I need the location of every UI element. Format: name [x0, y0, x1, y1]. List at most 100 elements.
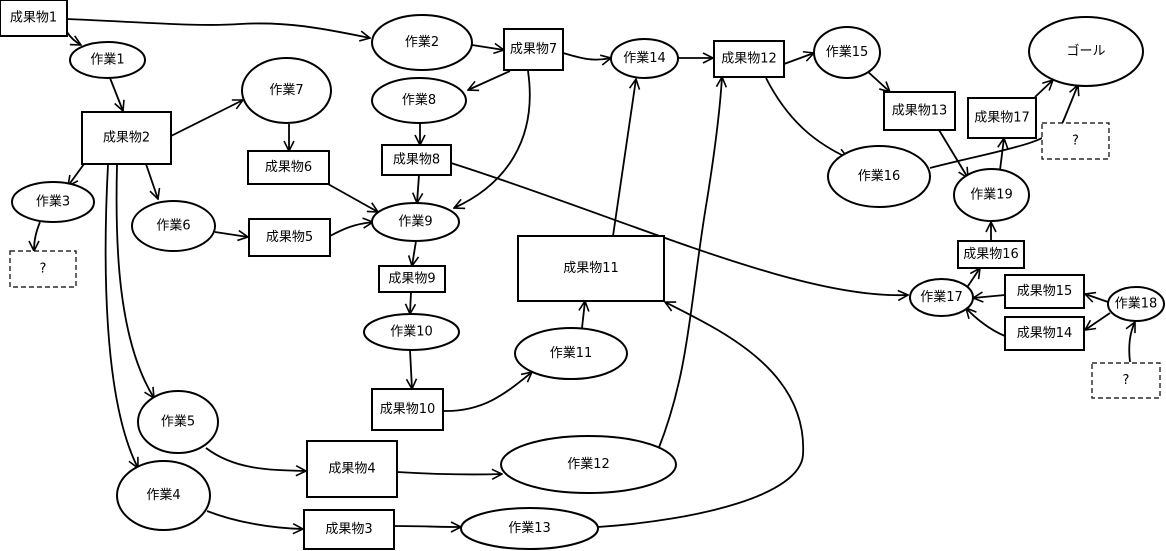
node-label: 成果物15 [1017, 284, 1073, 299]
edge-p12-to-t15 [783, 53, 814, 65]
task-ellipse [131, 200, 216, 252]
node-t1[interactable]: 作業1 [69, 41, 146, 79]
node-p13[interactable]: 成果物13 [883, 91, 956, 131]
node-t6[interactable]: 作業6 [131, 200, 216, 252]
node-label: 成果物10 [380, 402, 436, 417]
node-t5[interactable]: 作業5 [137, 390, 219, 454]
node-label: ? [40, 262, 47, 277]
edge-p1-to-t1 [66, 31, 81, 45]
node-p12[interactable]: 成果物12 [713, 40, 785, 78]
node-p7[interactable]: 成果物7 [503, 28, 564, 71]
task-ellipse [371, 77, 467, 124]
node-t4[interactable]: 作業4 [116, 460, 211, 531]
node-p9[interactable]: 成果物9 [378, 265, 446, 293]
task-ellipse [953, 168, 1030, 222]
node-t14[interactable]: 作業14 [610, 38, 679, 79]
node-t3[interactable]: 作業3 [11, 181, 95, 223]
edge-t5-to-p4 [205, 447, 306, 471]
edges-layer [34, 18, 1136, 529]
edge-p6-to-t9 [327, 183, 378, 212]
task-ellipse [909, 278, 974, 317]
deliverable-box [503, 28, 564, 71]
edge-p10-to-t11 [442, 372, 532, 412]
node-label: 成果物7 [510, 42, 557, 57]
node-t8[interactable]: 作業8 [371, 77, 467, 124]
node-label: 作業8 [402, 92, 436, 108]
node-t10[interactable]: 作業10 [363, 313, 460, 351]
node-t7[interactable]: 作業7 [241, 57, 332, 124]
edge-p9-to-t10 [410, 291, 411, 314]
unknown-box [1041, 122, 1110, 160]
task-ellipse [11, 181, 95, 223]
node-label: ? [1072, 134, 1079, 149]
edge-p2-to-t6 [145, 163, 158, 199]
edge-p7-to-t9 [454, 70, 531, 208]
node-q3[interactable]: ? [1091, 362, 1161, 399]
edge-t2-to-p7 [471, 45, 504, 50]
node-label: 作業9 [398, 214, 432, 230]
unknown-box [9, 250, 77, 288]
edge-p2-to-t7 [170, 99, 243, 137]
node-q1[interactable]: ? [9, 250, 77, 288]
deliverable-box [517, 235, 665, 302]
node-t15[interactable]: 作業15 [813, 26, 881, 79]
node-q2[interactable]: ? [1041, 122, 1110, 160]
task-ellipse [1107, 286, 1165, 322]
node-goal[interactable]: ゴール [1028, 16, 1144, 87]
node-label: 成果物12 [721, 52, 777, 67]
node-t9[interactable]: 作業9 [371, 202, 460, 242]
deliverable-box [957, 240, 1025, 269]
node-label: 成果物6 [265, 160, 312, 175]
edge-p14-to-t17 [966, 308, 1006, 337]
node-label: 成果物13 [892, 104, 948, 119]
edge-p11-to-t14 [612, 79, 636, 237]
node-label: 作業7 [269, 82, 303, 98]
task-ellipse [371, 14, 473, 71]
node-p3[interactable]: 成果物3 [303, 509, 395, 550]
node-p5[interactable]: 成果物5 [248, 218, 331, 257]
node-t16[interactable]: 作業16 [827, 145, 931, 208]
edge-q3-to-t18 [1129, 322, 1136, 363]
node-p10[interactable]: 成果物10 [371, 388, 444, 431]
node-p14[interactable]: 成果物14 [1004, 316, 1085, 351]
node-t18[interactable]: 作業18 [1107, 286, 1165, 322]
node-label: 成果物9 [388, 272, 435, 287]
node-p1[interactable]: 成果物1 [0, 0, 68, 37]
node-p8[interactable]: 成果物8 [381, 144, 452, 176]
node-t17[interactable]: 作業17 [909, 278, 974, 317]
edge-t13-to-p11 [597, 302, 804, 528]
node-t13[interactable]: 作業13 [460, 507, 599, 550]
node-p17[interactable]: 成果物17 [967, 97, 1037, 139]
node-label: 作業5 [161, 414, 195, 430]
node-p15[interactable]: 成果物15 [1004, 274, 1085, 309]
deliverable-box [81, 111, 172, 165]
node-label: 成果物3 [325, 522, 372, 537]
node-p11[interactable]: 成果物11 [517, 235, 665, 302]
deliverable-box [371, 388, 444, 431]
node-label: 作業2 [405, 34, 439, 50]
node-label: 作業10 [390, 324, 433, 340]
node-label: 作業15 [826, 44, 869, 60]
node-label: 成果物4 [328, 462, 375, 477]
edge-t11-to-p11 [582, 301, 585, 329]
node-t11[interactable]: 作業11 [514, 327, 628, 380]
node-label: 成果物2 [103, 131, 150, 146]
edge-p7-to-t14 [562, 52, 611, 60]
node-label: 成果物8 [393, 153, 440, 168]
node-label: 作業14 [623, 50, 666, 66]
node-p16[interactable]: 成果物16 [957, 240, 1025, 269]
node-label: 作業16 [858, 168, 901, 184]
edge-p12-to-t16 [765, 77, 848, 158]
node-p4[interactable]: 成果物4 [306, 440, 398, 498]
task-ellipse [500, 435, 677, 494]
node-p2[interactable]: 成果物2 [81, 111, 172, 165]
node-t2[interactable]: 作業2 [371, 14, 473, 71]
node-p6[interactable]: 成果物6 [247, 150, 330, 185]
node-t19[interactable]: 作業19 [953, 168, 1030, 222]
deliverable-box [0, 0, 68, 37]
node-label: 作業13 [508, 520, 551, 536]
edge-p4-to-t12 [396, 472, 502, 474]
edge-p8-to-t17 [450, 162, 908, 295]
node-t12[interactable]: 作業12 [500, 435, 677, 494]
